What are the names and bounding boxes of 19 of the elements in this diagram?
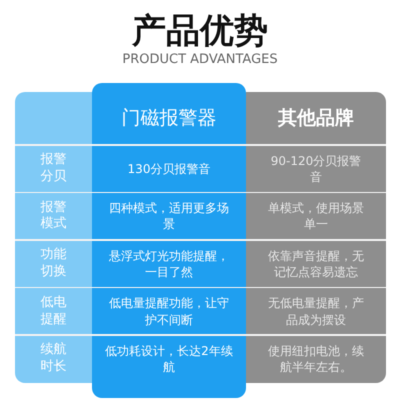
column-header: 门磁报警器: [122, 106, 216, 131]
feature-text: 四种模式，适用更多场景: [108, 200, 230, 233]
comparison-text: 无低电量提醒，产品成为摆设: [267, 295, 365, 328]
row-header-text: 报警分贝: [40, 152, 68, 186]
comparison-text: 90-120分贝报警音: [270, 152, 362, 185]
column-header: 其他品牌: [278, 106, 354, 131]
row-header-text: 功能切换: [40, 247, 68, 281]
subtitle: PRODUCT ADVANTAGES: [122, 52, 278, 67]
title: 产品优势: [132, 11, 268, 51]
comparison-text: 依靠声音提醒，无记忆点容易遗忘: [267, 248, 365, 280]
row-header-text: 续航时长: [40, 342, 68, 376]
row-header-text: 低电提醒: [40, 294, 68, 328]
comparison-text: 单模式，使用场景单一: [267, 200, 365, 233]
feature-text: 低功耗设计，长达2年续航: [104, 343, 234, 376]
feature-text: 悬浮式灯光功能提醒，一目了然: [108, 248, 230, 280]
feature-text: 低电量提醒功能，让守护不间断: [108, 295, 230, 328]
comparison-text: 使用纽扣电池，续航半年左右。: [267, 343, 365, 376]
feature-text: 130分贝报警音: [128, 160, 210, 177]
row-header-text: 报警模式: [40, 200, 68, 234]
